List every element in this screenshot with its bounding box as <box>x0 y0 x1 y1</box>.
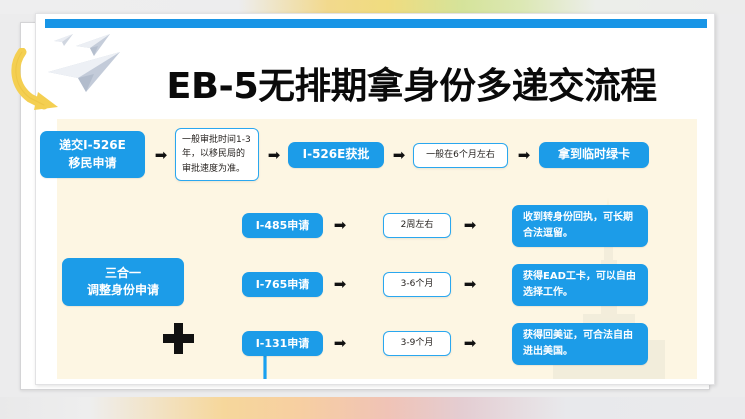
plus-icon <box>163 323 194 354</box>
node-result-i131: 获得回美证，可合法自由进出美国。 <box>512 323 648 365</box>
node-three-in-one-adjustment[interactable]: 三合一 调整身份申请 <box>62 258 184 306</box>
top-gradient-strip <box>0 0 745 14</box>
paper-plane-icon <box>76 34 110 56</box>
node-timeline-i526e-review: 一般审批时间1-3年，以移民局的审批速度为准。 <box>175 128 259 181</box>
node-line-1: 三合一 <box>104 265 141 280</box>
node-result-i485: 收到转身份回执，可长期合法逗留。 <box>512 205 648 247</box>
node-application-i765[interactable]: I-765申请 <box>242 272 323 297</box>
arrow-icon: ➡ <box>333 333 347 352</box>
node-application-i485[interactable]: I-485申请 <box>242 213 323 238</box>
arrow-icon: ➡ <box>463 215 477 234</box>
node-timeline-i485: 2周左右 <box>383 213 451 238</box>
curved-arrow-icon <box>11 48 58 110</box>
paper-plane-icon <box>54 34 73 46</box>
node-application-i131[interactable]: I-131申请 <box>242 331 323 356</box>
arrow-icon: ➡ <box>154 145 168 164</box>
node-timeline-six-months: 一般在6个月左右 <box>413 143 508 168</box>
node-line-2: 移民申请 <box>68 155 117 170</box>
arrow-icon: ➡ <box>392 145 406 164</box>
node-timeline-i765: 3-6个月 <box>383 272 451 297</box>
bottom-gradient-strip <box>0 397 745 419</box>
node-line-2: 调整身份申请 <box>86 283 159 297</box>
arrow-icon: ➡ <box>333 274 347 293</box>
accent-bar <box>45 19 707 28</box>
arrow-icon: ➡ <box>463 274 477 293</box>
arrow-icon: ➡ <box>517 145 531 164</box>
node-temporary-green-card[interactable]: 拿到临时绿卡 <box>539 142 649 168</box>
arrow-icon: ➡ <box>267 145 281 164</box>
node-result-i765: 获得EAD工卡，可以自由选择工作。 <box>512 264 648 306</box>
page-title: EB-5无排期拿身份多递交流程 <box>166 66 657 107</box>
paper-plane-icon <box>48 52 120 92</box>
node-submit-i526e[interactable]: 递交I-526E 移民申请 <box>40 131 145 178</box>
node-i526e-approved[interactable]: I-526E获批 <box>288 142 384 168</box>
arrow-icon: ➡ <box>333 215 347 234</box>
node-line-1: 递交I-526E <box>59 138 126 153</box>
arrow-icon: ➡ <box>463 333 477 352</box>
node-timeline-i131: 3-9个月 <box>383 331 451 356</box>
